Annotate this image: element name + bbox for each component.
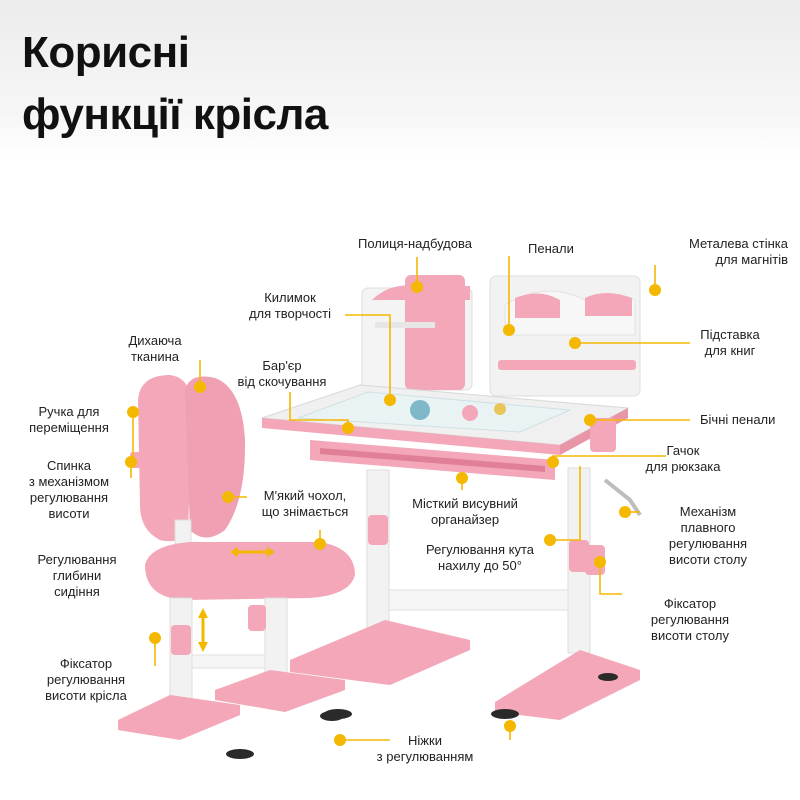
label-book-stand: Підставка для книг [700, 327, 760, 358]
desk-side-pencil-case [590, 418, 616, 452]
title-band [0, 0, 800, 160]
label-side-pencil-cases: Бічні пенали [700, 412, 776, 427]
label-adjustable-feet: Ніжки з регулюванням [376, 733, 474, 764]
callout-dots [125, 281, 661, 746]
label-metal-wall: Металева стінка для магнітів [689, 236, 788, 267]
desk-right-base [495, 650, 640, 720]
chair-backrest-right [185, 376, 246, 538]
desk-crank [603, 478, 642, 517]
desk-creativity-mat [297, 391, 571, 433]
label-pencil-cases: Пенали [528, 241, 574, 256]
label-backpack-hook: Гачок для рюкзака [645, 443, 721, 474]
label-desk-height-lock: Фіксатор регулювання висоти столу [650, 596, 730, 643]
title-line-2: функції крісла [22, 90, 328, 139]
chair-backrest-left [138, 375, 193, 542]
chair [118, 375, 355, 759]
desk-crossbar [388, 589, 569, 611]
label-creativity-mat: Килимок для творчості [248, 290, 332, 321]
chair-left-base [118, 695, 240, 740]
label-organizer: Місткий висувний органайзер [412, 496, 518, 527]
label-backrest: Спинка з механізмом регулювання висоти [28, 458, 110, 521]
desk-left-leg [366, 469, 390, 636]
title-line-1: Корисні [22, 28, 190, 77]
label-removable-cover: М'який чохол, що знімається [261, 488, 349, 519]
chair-crossbar [191, 654, 266, 669]
label-anti-roll-barrier: Бар'єр від скочування [237, 358, 327, 389]
label-tilt-angle: Регулювання кута нахилу до 50° [426, 542, 534, 573]
label-desk-height-mechanism: Механізм плавного регулювання висоти сто… [668, 504, 748, 567]
label-breathable-fabric: Дихаюча тканина [128, 333, 182, 364]
label-shelf-superstructure: Полиця-надбудова [358, 236, 472, 251]
label-seat-depth: Регулювання глибини сидіння [37, 552, 117, 599]
label-chair-height-lock: Фіксатор регулювання висоти крісла [45, 656, 127, 703]
chair-right-base [215, 670, 345, 712]
desk-left-base [290, 620, 470, 685]
chair-seat [145, 542, 355, 600]
page-title: Корисні функції крісла [22, 22, 328, 146]
label-carry-handle: Ручка для переміщення [29, 404, 109, 435]
